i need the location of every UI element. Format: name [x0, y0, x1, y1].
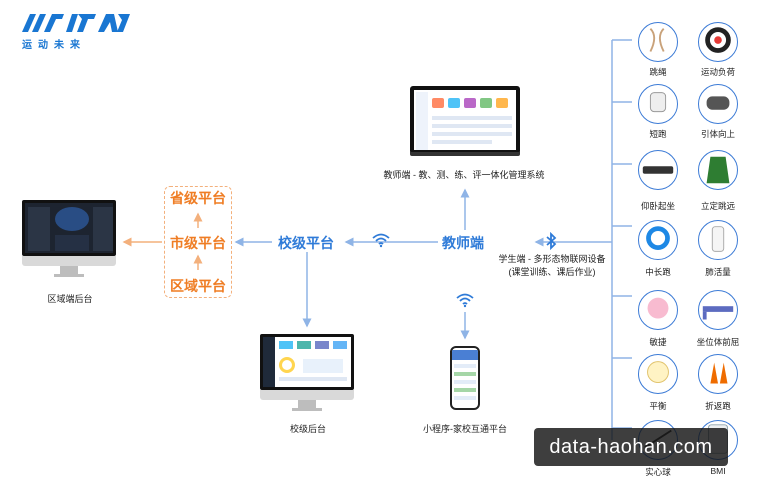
- wifi-icon: [456, 293, 474, 308]
- brand-wordmark-icon: [22, 14, 130, 32]
- device-label: 跳绳: [649, 67, 667, 77]
- long-jump-mat-icon: [706, 156, 730, 184]
- teacher-platform: 教师端: [442, 235, 484, 251]
- device-label: 肺活量: [705, 267, 731, 277]
- brand-tagline: 运动未来: [22, 40, 86, 51]
- watermark: data-haohan.com: [534, 428, 728, 466]
- device-label: 敏捷: [649, 337, 667, 347]
- sit-up-mat-icon: [642, 166, 674, 174]
- province-platform: 省级平台: [170, 190, 226, 206]
- device-pull-up-sensor: [698, 84, 738, 124]
- student-devices-sub: (课堂训练、课后作业): [508, 267, 596, 277]
- sit-reach-icon: [702, 306, 734, 320]
- device-balance-pad: [638, 354, 678, 394]
- agility-pad-icon: [647, 297, 669, 319]
- school-backend-monitor: [260, 334, 354, 414]
- device-label: 短跑: [649, 129, 667, 139]
- city-platform: 市级平台: [170, 235, 226, 251]
- school-platform: 校级平台: [278, 235, 334, 251]
- region-backend-label: 区域端后台: [47, 294, 93, 304]
- teacher-system-label: 教师端 - 教、测、练、评一体化管理系统: [383, 170, 545, 180]
- device-wristband: [638, 220, 678, 260]
- pull-up-sensor-icon: [706, 96, 730, 110]
- device-label: 坐位体前屈: [696, 337, 740, 347]
- device-label: 立定跳远: [700, 201, 735, 211]
- device-label: 实心球: [645, 467, 671, 477]
- device-label: 平衡: [649, 401, 667, 411]
- device-cone: [698, 354, 738, 394]
- device-spirometer: [698, 220, 738, 260]
- device-sit-reach: [698, 290, 738, 330]
- region-backend-monitor: [22, 200, 116, 280]
- student-devices-label: 学生端 - 多形态物联网设备: [498, 254, 606, 264]
- school-backend-label: 校级后台: [289, 424, 326, 434]
- wifi-icon: [372, 233, 390, 248]
- device-agility-pad: [638, 290, 678, 330]
- device-label: 引体向上: [700, 129, 735, 139]
- device-label: 中长跑: [645, 267, 671, 277]
- platform-group-box: [164, 186, 232, 298]
- sprint-sensor-icon: [649, 92, 667, 113]
- device-label: 运动负荷: [700, 67, 735, 77]
- balance-pad-icon: [647, 361, 669, 384]
- device-sit-up-mat: [638, 150, 678, 190]
- device-label: 折返跑: [705, 401, 731, 411]
- device-label: 仰卧起坐: [640, 201, 675, 211]
- miniprogram-label: 小程序-家校互通平台: [423, 424, 507, 434]
- wristband-icon: [646, 226, 670, 250]
- spirometer-icon: [711, 226, 725, 252]
- jump-rope-icon: [649, 28, 665, 52]
- miniprogram-phone: [450, 346, 480, 410]
- device-long-jump-mat: [698, 150, 738, 190]
- brand-logo: 运动未来: [22, 14, 132, 51]
- device-sprint-sensor: [638, 84, 678, 124]
- device-jump-rope: [638, 22, 678, 62]
- device-label: BMI: [710, 466, 726, 476]
- teacher-system-monitor: [410, 86, 520, 158]
- cone-icon: [710, 362, 728, 384]
- device-heart-rate-band: [698, 22, 738, 62]
- bluetooth-icon: [546, 232, 557, 250]
- district-platform: 区域平台: [170, 278, 226, 294]
- heart-rate-band-icon: [705, 27, 731, 53]
